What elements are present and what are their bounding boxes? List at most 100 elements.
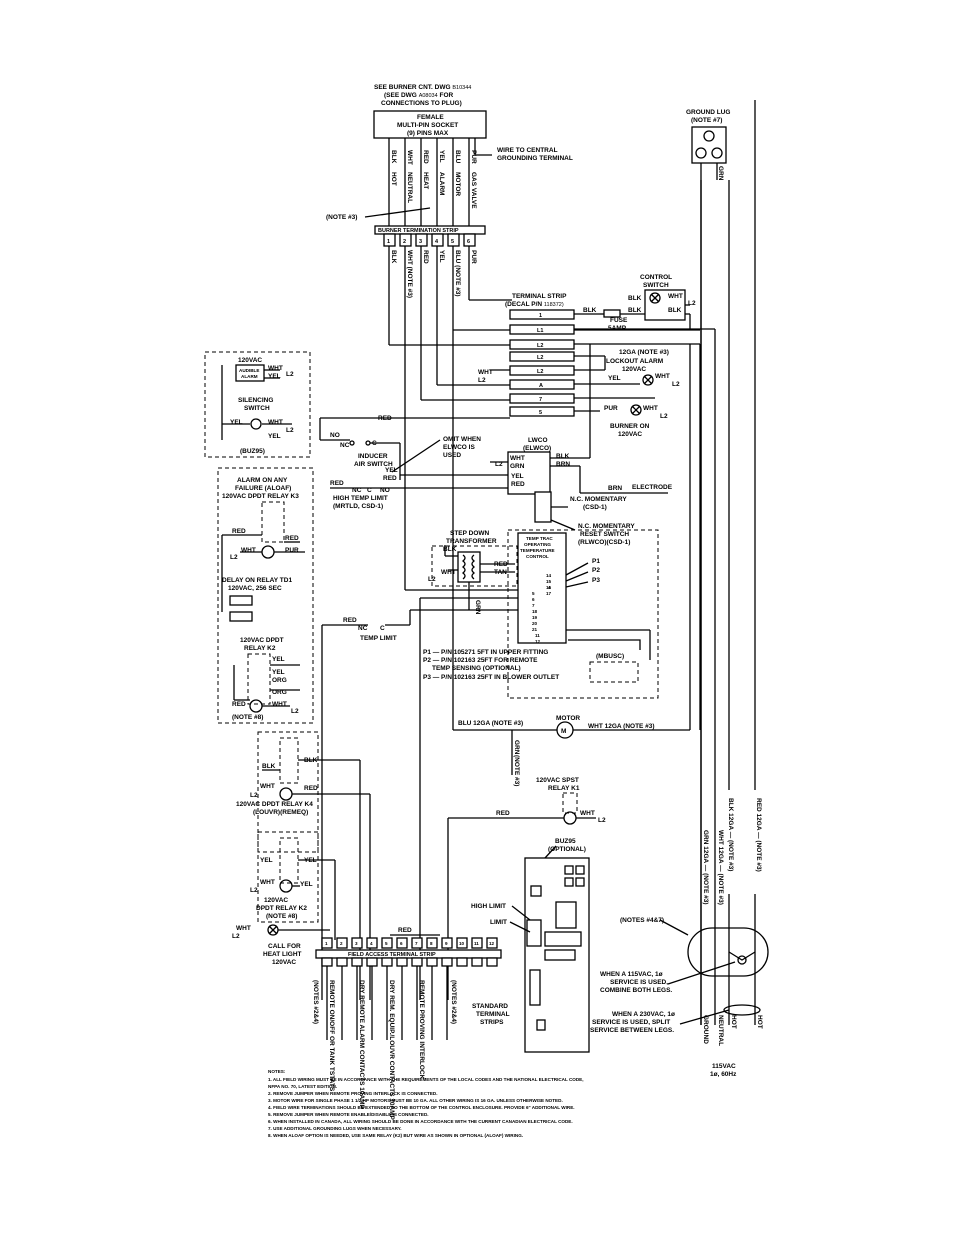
junction-enclosure: [687, 927, 769, 977]
svg-text:5: 5: [451, 239, 454, 245]
burner-on-lamp-icon: [630, 404, 642, 416]
temp-trac-option-box: [507, 529, 659, 699]
junction-splices: [728, 951, 756, 965]
silencing-switch-icon: [250, 418, 262, 430]
aloaf-label1: ALARM ON ANY: [237, 477, 288, 484]
burner-on-label2: 120VAC: [618, 431, 642, 438]
inducer-nc: NC: [340, 442, 350, 449]
tr-l2: L2: [428, 576, 436, 583]
ts-wht-label: WHT: [478, 369, 493, 376]
lockout-wht: WHT: [655, 373, 670, 380]
svg-text:DRY REMOTE ALARM CONTACTS 10AM: DRY REMOTE ALARM CONTACTS 10AMP: [358, 980, 365, 1110]
inducer-wires: [319, 418, 505, 480]
ground-screw-icon: [711, 147, 723, 159]
lockout-lamp-icon: [642, 374, 654, 386]
motor-wires: [452, 330, 691, 775]
svg-text:21: 21: [532, 627, 538, 632]
k4-wht: WHT: [260, 783, 275, 790]
silencing-label1: SILENCING: [238, 397, 273, 404]
svg-text:DRY REM. EQUIP./LOUVR CONTACTS: DRY REM. EQUIP./LOUVR CONTACTS 10AMP: [388, 980, 395, 1121]
call-label1: CALL FOR: [268, 943, 301, 950]
svg-text:ALARM: ALARM: [438, 172, 445, 195]
motor-wht: WHT 12GA (NOTE #3): [588, 723, 655, 730]
svg-text:16: 16: [546, 585, 552, 590]
k1-l2: L2: [598, 817, 606, 824]
svg-text:1: 1: [539, 313, 542, 319]
svg-text:5: 5: [539, 410, 542, 416]
tl-nc: NC: [358, 625, 368, 632]
lwco-brn: BRN: [556, 461, 570, 468]
relay-k1-coil-icon: [563, 811, 577, 825]
lwco-label2: (ELWCO): [523, 445, 551, 452]
k4-blk2: BLK: [262, 763, 276, 770]
svg-text:HOT: HOT: [756, 1015, 763, 1029]
k2-yel: YEL: [272, 656, 285, 663]
sil-yel2: YEL: [268, 433, 281, 440]
field-strip-label: FIELD ACCESS TERMINAL STRIP: [348, 952, 436, 958]
s115-1: WHEN A 115VAC, 1ø: [600, 971, 663, 978]
cs-blk2: BLK: [628, 307, 642, 314]
omit3: USED: [443, 452, 461, 459]
svg-text:14: 14: [546, 573, 552, 578]
hl-red: RED: [330, 480, 344, 487]
svg-text:NFPA NO. 70, LATEST EDITION.: NFPA NO. 70, LATEST EDITION.: [268, 1084, 337, 1089]
svg-text:19: 19: [532, 615, 538, 620]
k2-note: (NOTE #8): [232, 714, 263, 721]
high-limit-leader: [511, 905, 531, 921]
svg-text:7. USE ADDITIONAL GROUNDING LU: 7. USE ADDITIONAL GROUNDING LUGS WHEN NE…: [268, 1126, 402, 1131]
svg-text:5: 5: [532, 591, 535, 596]
fuse: [603, 309, 621, 318]
buz95-tag: (BUZ95): [240, 448, 265, 455]
ts-l2-label: L2: [478, 377, 486, 384]
ground-grn: GRN: [717, 166, 724, 181]
silencing-label2: SWITCH: [244, 405, 270, 412]
socket-line3: (9) PINS MAX: [407, 130, 449, 137]
burner-on-label1: BURNER ON: [610, 423, 650, 430]
sensor-p2: P2 — P/N 102163 25FT FOR REMOTE: [423, 657, 538, 664]
svg-text:8. WHEN ALOAF OPTION IS NEEDED: 8. WHEN ALOAF OPTION IS NEEDED, USE SAME…: [268, 1133, 523, 1138]
svg-text:YEL: YEL: [438, 150, 445, 163]
transformer-wires: [444, 545, 515, 610]
svg-text:11: 11: [535, 633, 540, 638]
lockout-label1: LOCKOUT ALARM: [606, 358, 663, 365]
burner-on-l2: L2: [660, 413, 668, 420]
contact-icon: [349, 440, 355, 446]
aloaf-red: RED: [232, 528, 246, 535]
k2b-l2: L2: [250, 887, 258, 894]
k2b-yel: YEL: [260, 857, 273, 864]
svg-text:L2: L2: [537, 343, 543, 349]
field-access-strip: [315, 949, 502, 959]
svg-text:20: 20: [532, 621, 538, 626]
svg-text:NEUTRAL: NEUTRAL: [406, 172, 413, 203]
transformer-label2: TRANSFORMER: [446, 538, 497, 545]
tl-label: TEMP LIMIT: [360, 635, 397, 642]
power-wires: [700, 100, 756, 1025]
burner-wire-labels: BLK WHT (NOTE #3) RED YEL BLU (NOTE #3) …: [390, 250, 477, 298]
svg-text:WHT 12GA — (NOTE #3): WHT 12GA — (NOTE #3): [717, 830, 724, 905]
s230-leader: [679, 1009, 730, 1025]
relay-k4-box: [257, 731, 319, 853]
see-burner-label: SEE BURNER CNT. DWG B10344: [374, 84, 471, 91]
multi-pin-socket: [373, 110, 487, 139]
alarm-line2: ALARM: [241, 374, 258, 379]
notes-47: (NOTES #4&7): [620, 917, 664, 924]
svg-text:HOT: HOT: [390, 172, 397, 186]
note3-leader: [364, 207, 431, 218]
svg-text:PUR: PUR: [470, 250, 477, 264]
burner-terms: 1 2 3 4 5 6: [383, 233, 476, 247]
terminal-strip-decal: (DECAL P/N 118372): [505, 301, 564, 308]
control-switch-wires: [620, 304, 691, 329]
svg-text:REMOTE PROVING INTERLOCK: REMOTE PROVING INTERLOCK: [418, 980, 425, 1080]
cs-blk3: BLK: [668, 307, 682, 314]
inducer-no: NO: [330, 432, 340, 439]
svg-text:12: 12: [535, 639, 541, 644]
control-switch-label2: SWITCH: [643, 282, 669, 289]
k2b-label2: DPDT RELAY K2: [256, 905, 307, 912]
tt-label4: CONTROL: [526, 554, 549, 559]
buz95-panel: [524, 857, 590, 1053]
k2b-wht2: WHT: [236, 925, 251, 932]
mbusc-box: [589, 661, 639, 683]
buz95-l2: L2: [286, 371, 294, 378]
svg-text:WHT (NOTE #3): WHT (NOTE #3): [406, 250, 413, 298]
k2-top-wires: [233, 664, 300, 707]
